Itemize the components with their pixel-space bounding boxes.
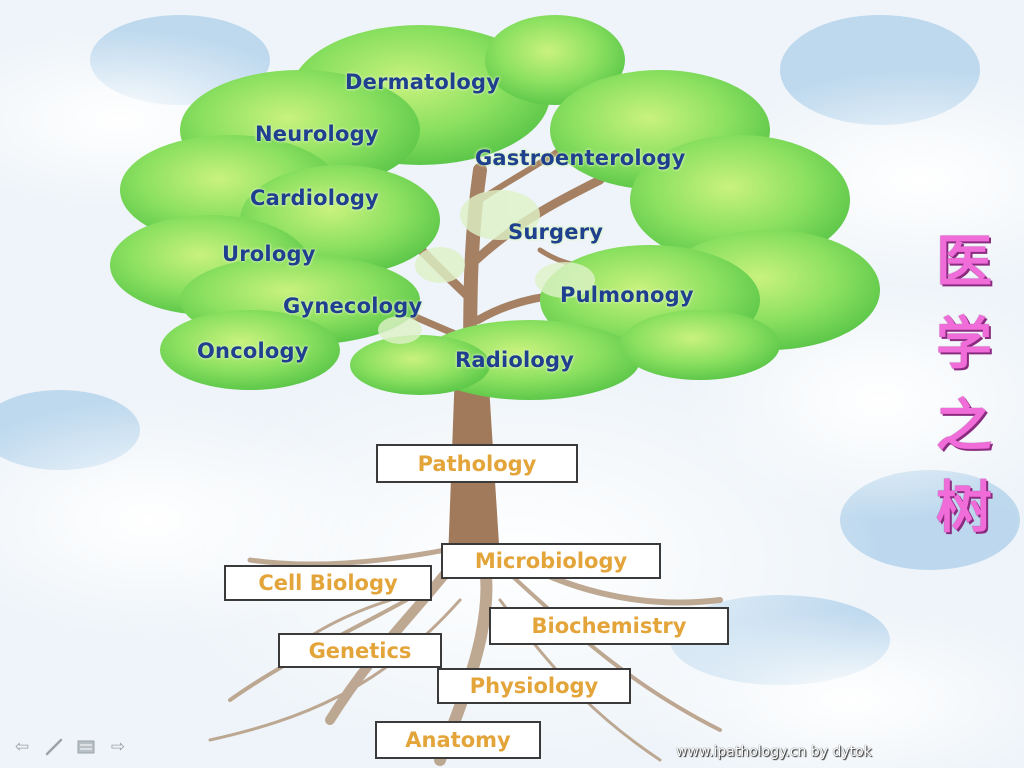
root-box-pathology: Pathology: [376, 444, 578, 483]
title-char: 医: [936, 230, 992, 295]
slideshow-nav: ⇦ ⇨: [10, 737, 130, 757]
branch-label-pulmonogy: Pulmonogy: [560, 283, 694, 307]
branch-label-gynecology: Gynecology: [283, 294, 423, 318]
branch-label-surgery: Surgery: [508, 220, 604, 244]
foliage-gaps: [378, 190, 595, 344]
title-char: 学: [936, 312, 992, 377]
title-char: 树: [936, 476, 992, 541]
branch-label-oncology: Oncology: [197, 339, 309, 363]
branch-label-cardiology: Cardiology: [250, 186, 379, 210]
pen-icon[interactable]: [42, 737, 66, 757]
root-box-biochemistry: Biochemistry: [489, 607, 729, 645]
root-box-microbiology: Microbiology: [441, 543, 661, 579]
root-box-genetics: Genetics: [278, 633, 442, 668]
menu-icon[interactable]: [74, 737, 98, 757]
branch-label-neurology: Neurology: [255, 122, 379, 146]
side-title: 医 学 之 树: [922, 222, 1006, 550]
footer-credit: www.ipathology.cn by dytok: [676, 744, 872, 760]
foliage: [110, 15, 880, 400]
branch-label-gastroenterology: Gastroenterology: [475, 146, 686, 170]
next-arrow-icon[interactable]: ⇨: [110, 737, 126, 757]
prev-arrow-icon[interactable]: ⇦: [14, 737, 30, 757]
branch-label-radiology: Radiology: [455, 348, 575, 372]
root-box-cell-biology: Cell Biology: [224, 565, 432, 601]
title-char: 之: [936, 394, 992, 459]
branch-label-dermatology: Dermatology: [345, 70, 501, 94]
root-box-physiology: Physiology: [437, 668, 631, 704]
root-box-anatomy: Anatomy: [375, 721, 541, 759]
branch-label-urology: Urology: [222, 242, 316, 266]
